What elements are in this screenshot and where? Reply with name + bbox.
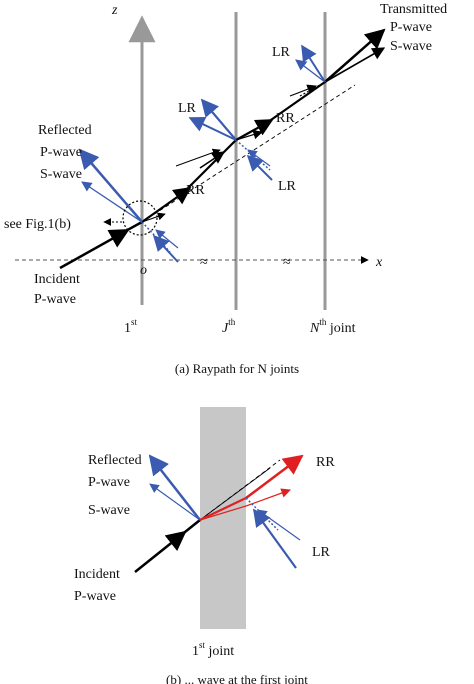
- transmitted-s: [324, 47, 386, 83]
- j1-blue-arrow-2: [155, 229, 179, 249]
- b-reflected-s-label: S-wave: [88, 503, 130, 518]
- b-red-rr-2: [245, 488, 291, 507]
- lr-label-mid: LR: [178, 101, 197, 116]
- transmitted-ray-1: [141, 186, 192, 223]
- incident-p-label: P-wave: [34, 292, 76, 307]
- incident-ray: [59, 228, 130, 270]
- b-incident-ray: [134, 530, 187, 573]
- detail-circle: [122, 200, 158, 236]
- jj-dotted: [235, 139, 271, 171]
- jj-rr-out: [235, 129, 263, 141]
- jn-dotted: [299, 81, 326, 97]
- caption-b: (b) ... wave at the first joint: [166, 672, 308, 684]
- axis-break-1: ≈: [200, 255, 208, 270]
- transmitted-p-label: P-wave: [390, 20, 432, 35]
- b-blue-dotted: [245, 497, 279, 531]
- b-red-path-1: [199, 497, 247, 521]
- transmitted-label: Transmitted: [380, 2, 447, 17]
- b-rr-label: RR: [316, 455, 335, 470]
- b-lr-label: LR: [312, 545, 331, 560]
- ray-extension: [141, 84, 356, 223]
- b-reflected-p: [148, 454, 201, 521]
- b-red-rr-1: [245, 454, 304, 499]
- rr-label-mid: RR: [276, 111, 295, 126]
- reflected-label: Reflected: [38, 123, 92, 138]
- incident-label: Incident: [34, 272, 80, 287]
- joint-1-label: 1st: [124, 317, 138, 336]
- reflected-p-label: P-wave: [40, 145, 82, 160]
- lr-label-low: LR: [278, 179, 297, 194]
- panel-a: ≈ ≈ z x o: [4, 2, 447, 376]
- transmitted-s-label: S-wave: [390, 39, 432, 54]
- jn-lr-out-2: [301, 44, 326, 83]
- b-incident-label: Incident: [74, 567, 120, 582]
- b-lr-in-1: [252, 508, 297, 569]
- b-reflected-label: Reflected: [88, 453, 142, 468]
- see-fig-label: see Fig.1(b): [4, 217, 71, 232]
- jn-lr-out-1: [295, 59, 326, 83]
- incident-ray-seg: [121, 220, 143, 235]
- jj-lr-in-1: [246, 154, 273, 181]
- b-reflected-s: [149, 483, 201, 521]
- z-axis-label: z: [111, 3, 118, 18]
- caption-a: (a) Raypath for N joints: [175, 361, 299, 376]
- reflected-s-label: S-wave: [40, 167, 82, 182]
- transmitted-ray-2: [235, 119, 274, 141]
- axis-break-2: ≈: [283, 255, 291, 270]
- jj-lr-out-1: [188, 116, 237, 141]
- reflected-s-ray: [81, 181, 143, 223]
- b-reflected-p-label: P-wave: [88, 475, 130, 490]
- jj-lr-out-2: [200, 98, 237, 141]
- joint-n-label: Nth joint: [309, 317, 356, 336]
- jj-rr-in-2: [199, 151, 226, 169]
- reflected-p-ray: [78, 148, 143, 223]
- b-incident-seg: [179, 519, 201, 537]
- b-red-path-2: [199, 505, 247, 521]
- b-thin-black: [199, 467, 271, 521]
- rr-label-low: RR: [186, 183, 205, 198]
- b-joint-label: 1st joint: [192, 640, 234, 659]
- b-lr-in-2: [257, 509, 301, 541]
- transmitted-p: [324, 28, 386, 83]
- joint-j-label: Jth: [222, 317, 236, 336]
- lr-label-top: LR: [272, 45, 291, 60]
- j1-black-short: [141, 212, 166, 223]
- j1-blue-arrow-1: [152, 234, 179, 263]
- x-axis-label: x: [375, 255, 383, 270]
- jj-lr-in-2: [247, 149, 271, 167]
- panel-b: Reflected P-wave S-wave Incident P-wave …: [74, 407, 335, 684]
- jn-rr-in: [289, 84, 317, 97]
- transmitted-ray-1b: [185, 139, 237, 191]
- origin-label: o: [140, 263, 147, 278]
- b-incident-p-label: P-wave: [74, 589, 116, 604]
